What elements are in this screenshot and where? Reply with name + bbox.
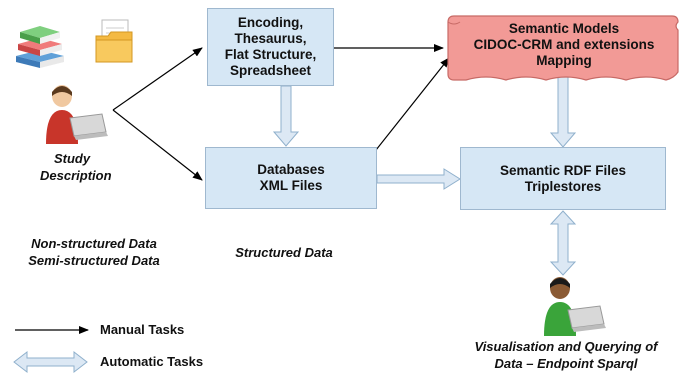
non-structured-label: Non-structured Data Semi-structured Data bbox=[28, 236, 160, 268]
arrow-study-to-encoding bbox=[112, 47, 203, 111]
visualisation-label: Visualisation and Querying of Data – End… bbox=[474, 339, 658, 371]
person-laptop-icon bbox=[544, 277, 606, 336]
study-description-label: Study Description bbox=[40, 151, 112, 183]
legend-manual-label: Manual Tasks bbox=[100, 322, 185, 337]
databases-box: Databases XML Files bbox=[205, 147, 377, 209]
rdf-files-box: Semantic RDF Files Triplestores bbox=[460, 147, 666, 210]
auto-arrow-rdf-to-endpoint bbox=[549, 210, 577, 276]
legend-automatic-label: Automatic Tasks bbox=[100, 354, 204, 369]
semantic-models-box: Semantic Models CIDOC-CRM and extensions… bbox=[473, 21, 655, 68]
semantic-models-scroll bbox=[447, 15, 679, 81]
arrow-study-to-databases bbox=[112, 109, 203, 181]
auto-arrow-databases-to-rdf bbox=[376, 168, 461, 190]
person-laptop-icon bbox=[46, 85, 108, 144]
legend-automatic-symbol bbox=[13, 350, 88, 374]
encoding-box: Encoding, Thesaurus, Flat Structure, Spr… bbox=[207, 8, 334, 86]
arrow-databases-to-models bbox=[375, 57, 450, 151]
auto-arrow-models-to-rdf bbox=[549, 74, 577, 148]
structured-label: Structured Data bbox=[235, 245, 333, 260]
folder-icon bbox=[95, 19, 133, 63]
books-icon bbox=[16, 26, 64, 68]
auto-arrow-encoding-to-databases bbox=[272, 85, 300, 147]
